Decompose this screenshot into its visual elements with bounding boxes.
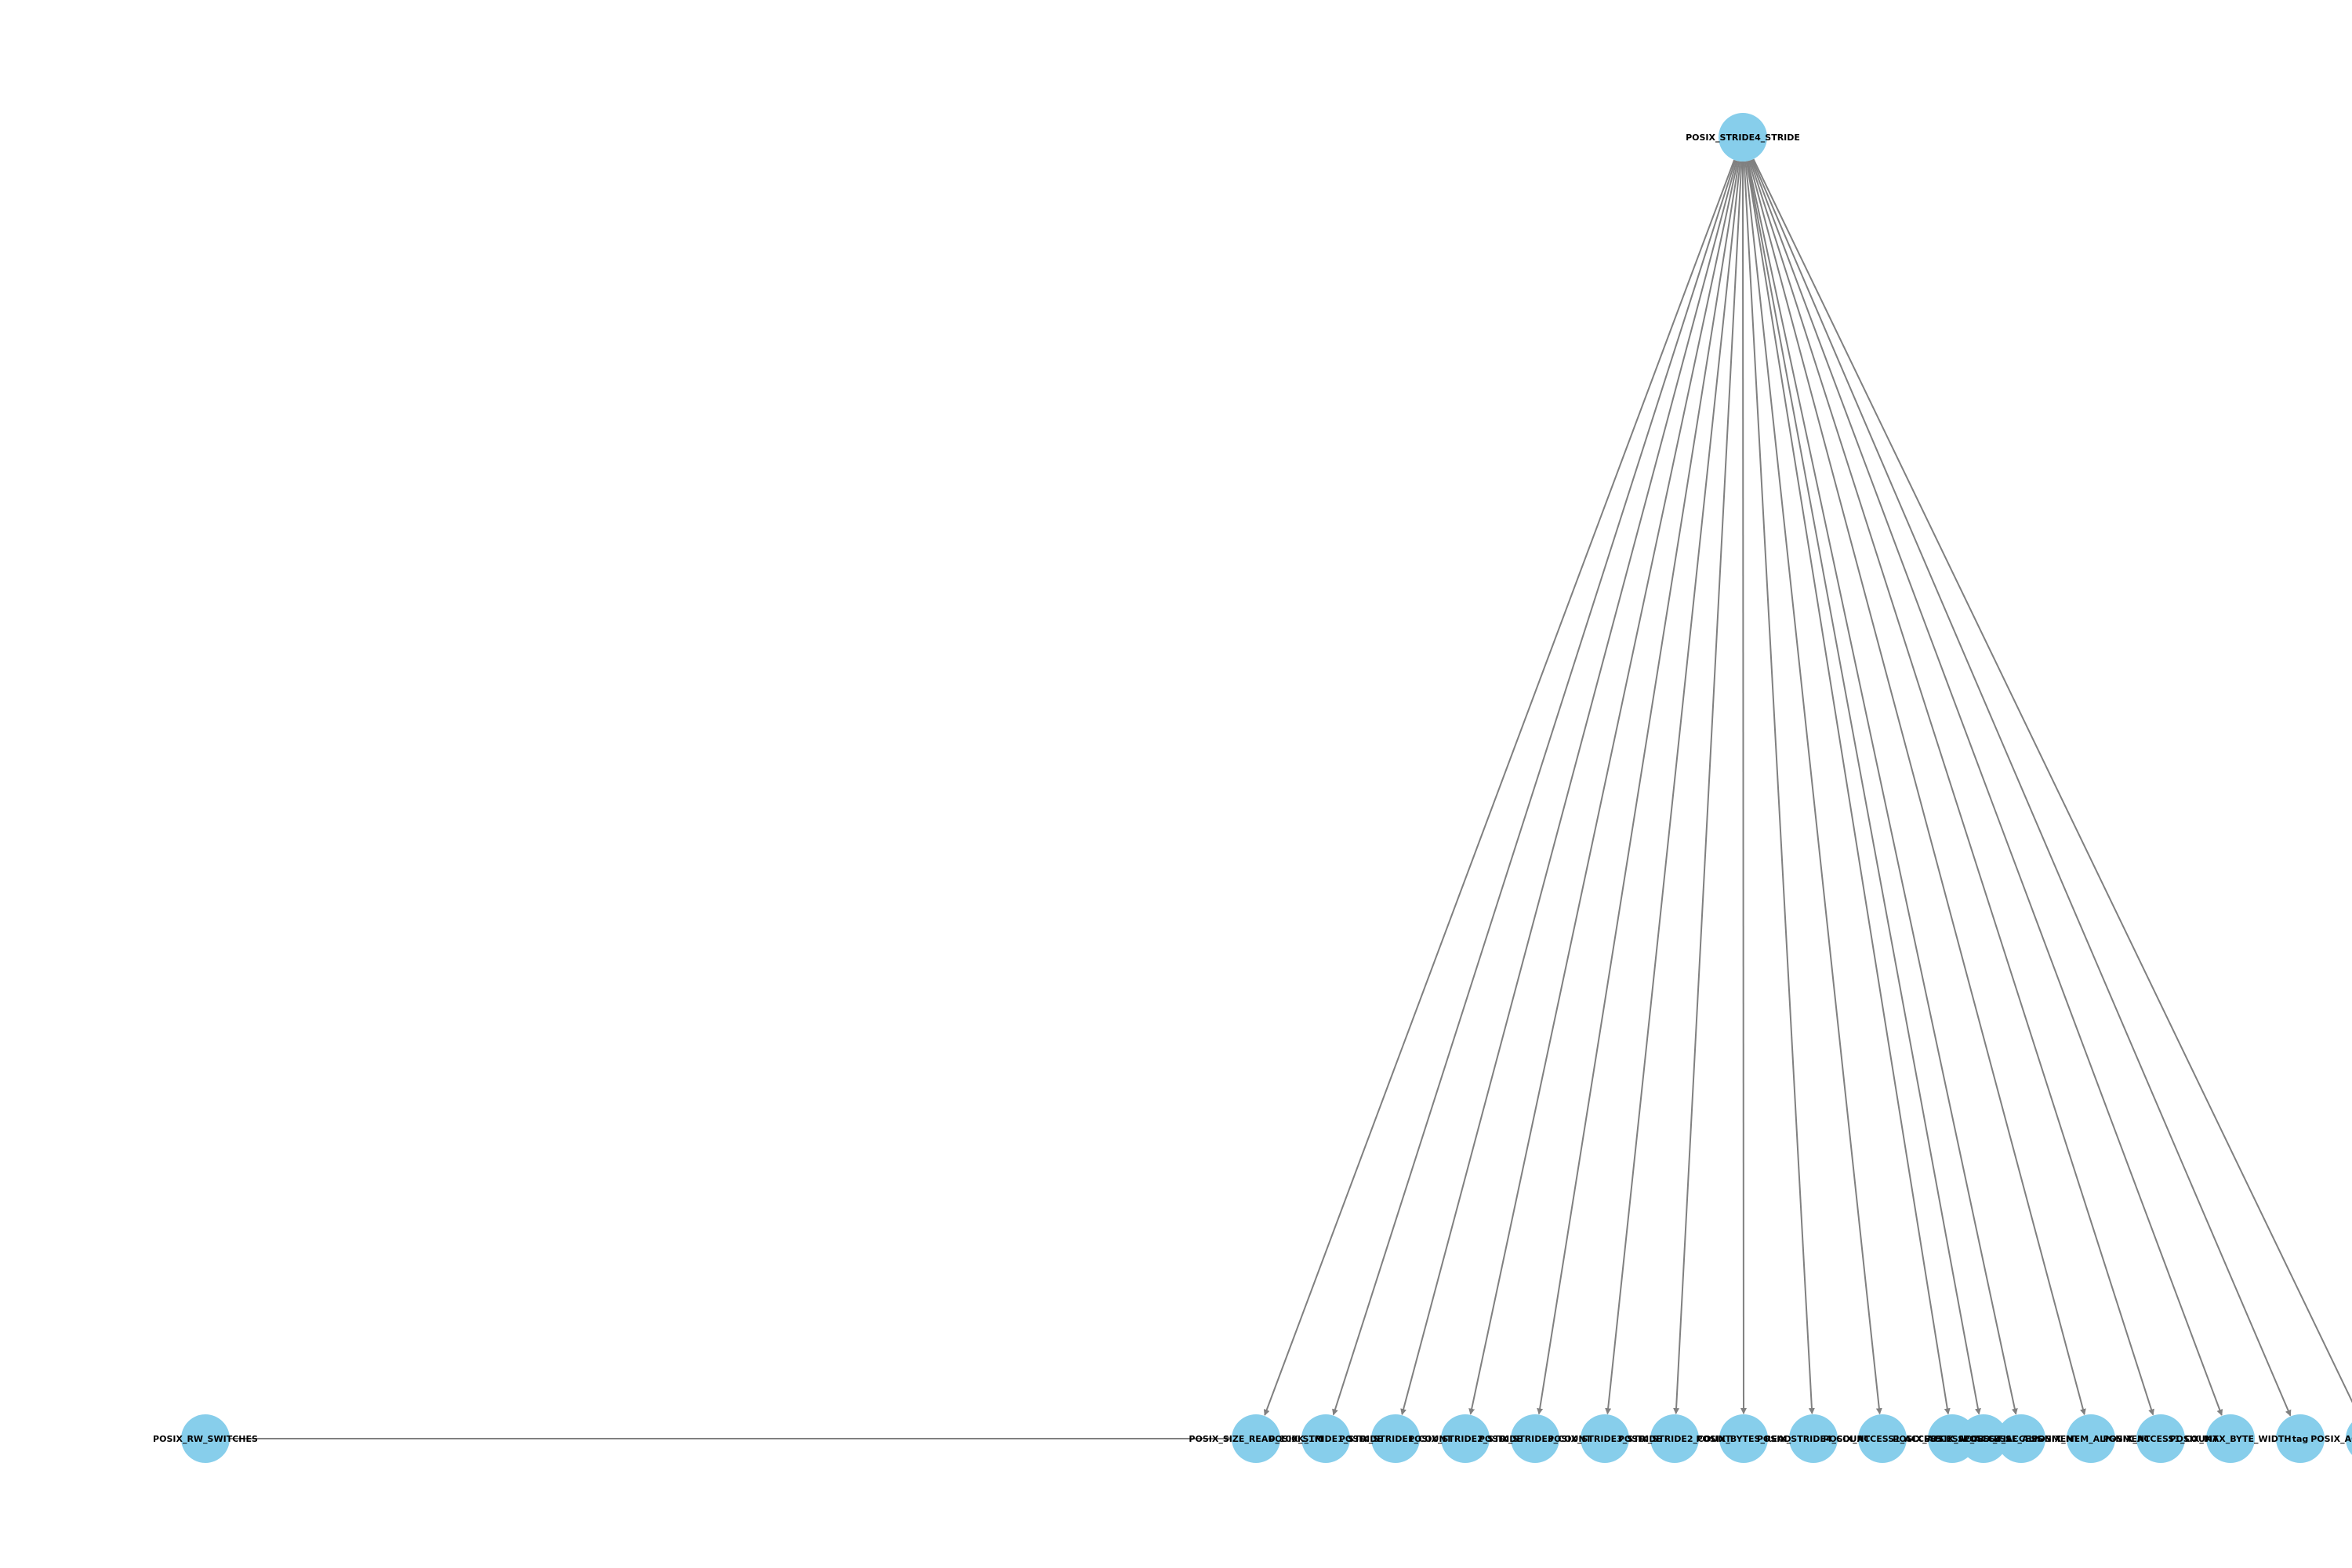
edge-stride4-to-n6 <box>1605 161 1741 1415</box>
edge-stride4-to-n5 <box>1537 161 1740 1415</box>
node-size_read_100k_1m[interactable] <box>1232 1414 1280 1463</box>
node-circle[interactable] <box>2067 1414 2115 1463</box>
edge-stride4-to-n4 <box>1468 161 1739 1415</box>
node-circle[interactable] <box>181 1414 230 1463</box>
node-label: POSIX_ACCESS1_ACCESS <box>1823 1434 1942 1444</box>
node-label: POSIX_RW_SWITCHES <box>153 1434 258 1444</box>
node-circle[interactable] <box>1441 1414 1490 1463</box>
node-circle[interactable] <box>2136 1414 2185 1463</box>
node-label: POSIX_STRIDE2_STRIDE <box>1408 1434 1523 1444</box>
node-label: POSIX_ACCESS1_COUNT <box>2103 1434 2219 1444</box>
node-circle[interactable] <box>1789 1414 1838 1463</box>
node-n12[interactable] <box>1959 1414 2008 1463</box>
node-circle[interactable] <box>1650 1414 1699 1463</box>
node-label: POSIX_STRIDE4_COUNT <box>1757 1434 1871 1444</box>
node-label: POSIX_MAX_BYTE_WIDTH <box>2169 1434 2291 1444</box>
node-label: POSIX_STRIDE2_COUNT <box>1618 1434 1732 1444</box>
edge-stride4-to-n9 <box>1743 161 1815 1414</box>
node-n14[interactable] <box>2067 1414 2115 1463</box>
node-label: POSIX_FILE_ALIGNMENT <box>1963 1434 2080 1444</box>
node-circle[interactable] <box>1719 1414 1768 1463</box>
nodes-layer: POSIX_STRIDE4_STRIDE POSIX_RW_SWITCHES POS… <box>153 113 2352 1463</box>
node-label: POSIX_ACCESS2_ACCESS <box>1893 1434 2012 1444</box>
node-n3[interactable] <box>1371 1414 1420 1463</box>
node-label: POSIX_ACCESS3_ACCESS <box>2310 1434 2352 1444</box>
node-rw_switches[interactable] <box>181 1414 230 1463</box>
node-n5[interactable] <box>1511 1414 1559 1463</box>
node-circle[interactable] <box>1959 1414 2008 1463</box>
node-n13[interactable] <box>1997 1414 2045 1463</box>
edges-layer <box>230 158 2352 1442</box>
node-circle[interactable] <box>2206 1414 2255 1463</box>
node-circle[interactable] <box>1301 1414 1350 1463</box>
node-label: POSIX_STRIDE4_STRIDE <box>1686 132 1800 143</box>
node-circle[interactable] <box>2276 1414 2325 1463</box>
edge-stride4-to-n16 <box>1750 159 2223 1416</box>
node-label: POSIX_STRIDE3_STRIDE <box>1548 1434 1662 1444</box>
node-n6[interactable] <box>1581 1414 1629 1463</box>
edge-stride4-to-n7 <box>1673 161 1743 1414</box>
node-n4[interactable] <box>1441 1414 1490 1463</box>
node-n7[interactable] <box>1650 1414 1699 1463</box>
node-label: POSIX_SIZE_READ_100K_1M <box>1189 1434 1323 1444</box>
node-circle[interactable] <box>1581 1414 1629 1463</box>
edge-stride4-to-n12 <box>1746 161 1981 1415</box>
edge-stride4-to-n17 <box>1751 159 2292 1417</box>
node-n2[interactable] <box>1301 1414 1350 1463</box>
node-stride4[interactable] <box>1719 113 1767 162</box>
node-label: POSIX_STRIDE3_COUNT <box>1479 1434 1592 1444</box>
node-circle[interactable] <box>1858 1414 1907 1463</box>
node-n17[interactable] <box>2276 1414 2325 1463</box>
edge-stride4-to-size_read_100k_1m <box>1263 159 1736 1416</box>
node-label: POSIX_STRIDE1_COUNT <box>1339 1434 1453 1444</box>
edge-stride4-to-n14 <box>1748 160 2086 1416</box>
node-n15[interactable] <box>2136 1414 2185 1463</box>
edge-stride4-to-n10 <box>1744 161 1882 1415</box>
node-label: POSIX_STRIDE1_STRIDE <box>1269 1434 1383 1444</box>
node-n8[interactable] <box>1719 1414 1768 1463</box>
node-n16[interactable] <box>2206 1414 2255 1463</box>
node-circle[interactable] <box>1232 1414 1280 1463</box>
edge-stride4-to-n13 <box>1747 161 2018 1415</box>
edge-stride4-to-n2 <box>1332 160 1737 1416</box>
node-label: POSIX_ACCESS4_ACCESS <box>1924 1434 2043 1444</box>
edge-stride4-to-n8 <box>1740 161 1747 1414</box>
edge-stride4-to-n11 <box>1745 161 1951 1415</box>
node-circle[interactable] <box>2346 1414 2352 1463</box>
node-n18[interactable] <box>2346 1414 2352 1463</box>
node-label: tag <box>2292 1434 2309 1444</box>
edge-stride4-to-n18 <box>1752 158 2352 1403</box>
node-label: POSIX_BYTES_READ <box>1696 1434 1791 1444</box>
node-circle[interactable] <box>1511 1414 1559 1463</box>
node-label: POSIX_MEM_ALIGNMENT <box>2031 1434 2151 1444</box>
node-circle[interactable] <box>1371 1414 1420 1463</box>
edge-stride4-to-n3 <box>1400 160 1737 1416</box>
node-n9[interactable] <box>1789 1414 1838 1463</box>
node-circle[interactable] <box>1719 113 1767 162</box>
node-circle[interactable] <box>1997 1414 2045 1463</box>
edge-stride4-to-n15 <box>1749 160 2154 1416</box>
node-n10[interactable] <box>1858 1414 1907 1463</box>
